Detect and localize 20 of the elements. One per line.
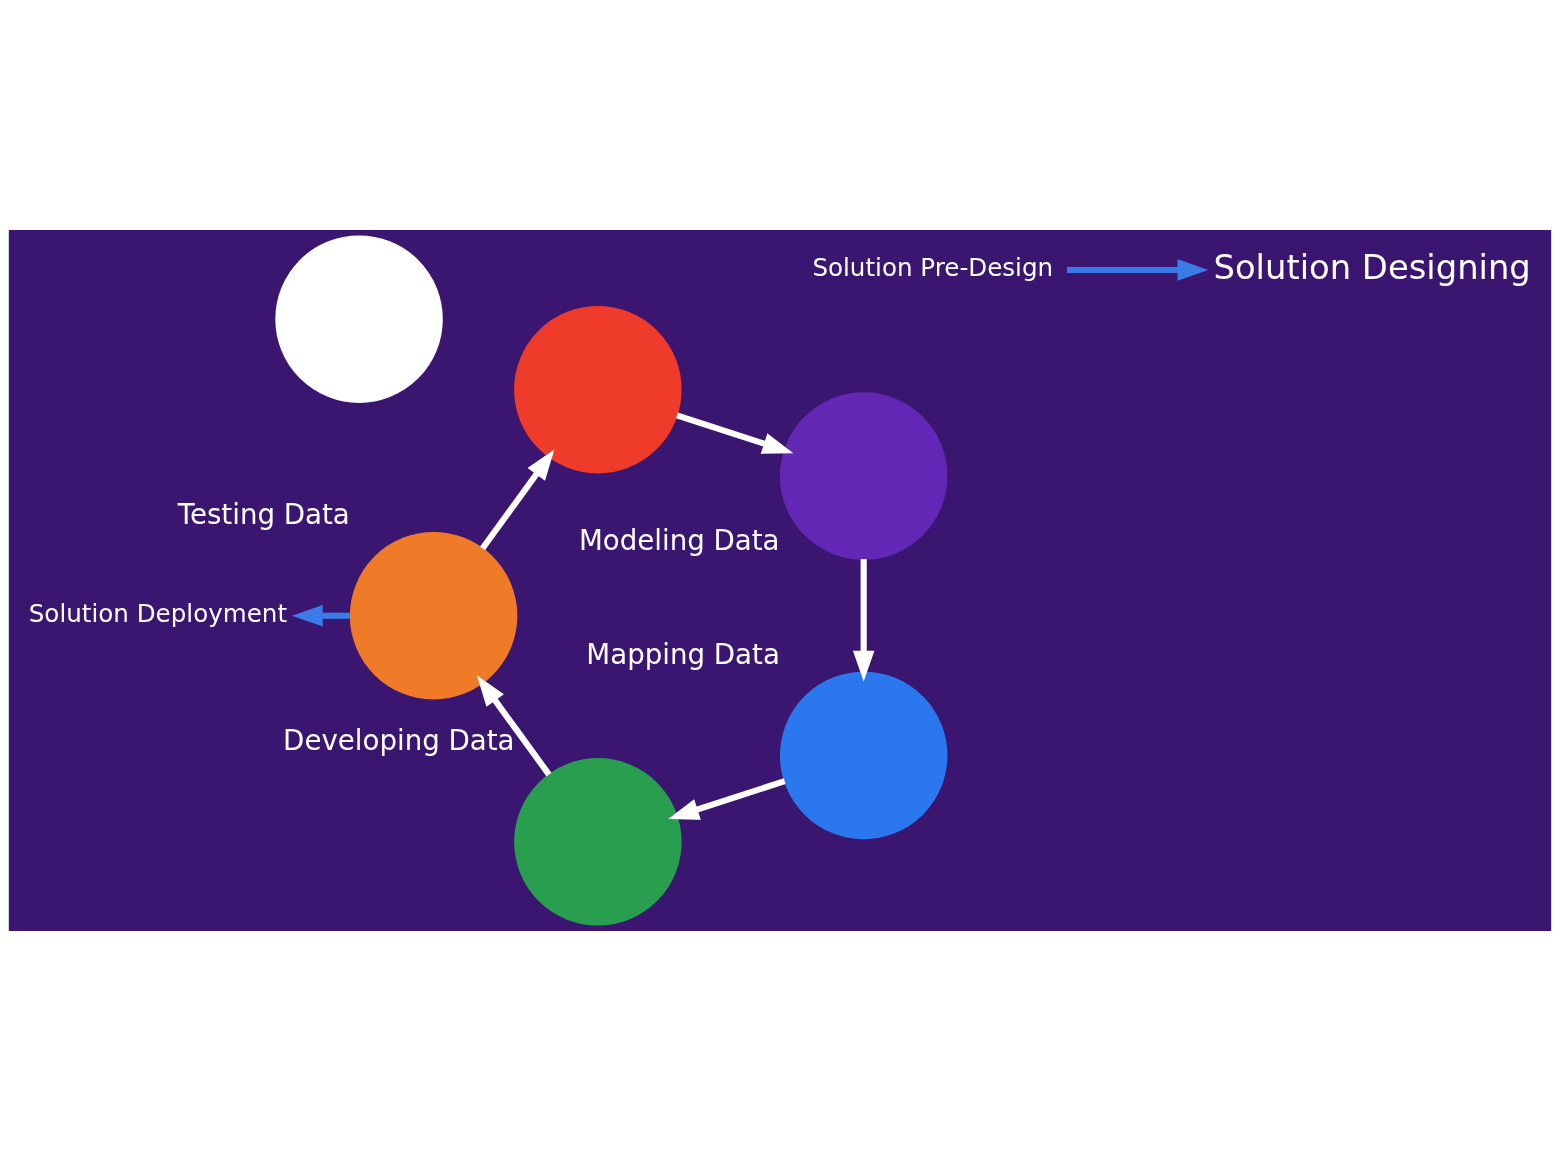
node-circle (275, 234, 443, 403)
node-circle (514, 305, 682, 473)
node-text: Solution Designing (1213, 247, 1531, 287)
node-label: Testing Data (177, 497, 350, 531)
arrow (668, 777, 786, 820)
node-circle (779, 391, 948, 560)
arrow (852, 558, 875, 682)
arrow (291, 604, 351, 627)
node-label: Mapping Data (586, 637, 780, 671)
node-text: Solution Deployment (28, 598, 288, 628)
node-circle (349, 531, 518, 699)
node-circle (779, 671, 948, 839)
arrow (477, 675, 552, 776)
arrow (479, 448, 555, 550)
arrow (1066, 258, 1209, 281)
node-label: Developing Data (283, 723, 515, 757)
node-text: Solution Pre-Design (812, 252, 1054, 282)
arrow (675, 411, 794, 454)
node-circle (514, 757, 682, 926)
node-label: Modeling Data (578, 523, 780, 557)
